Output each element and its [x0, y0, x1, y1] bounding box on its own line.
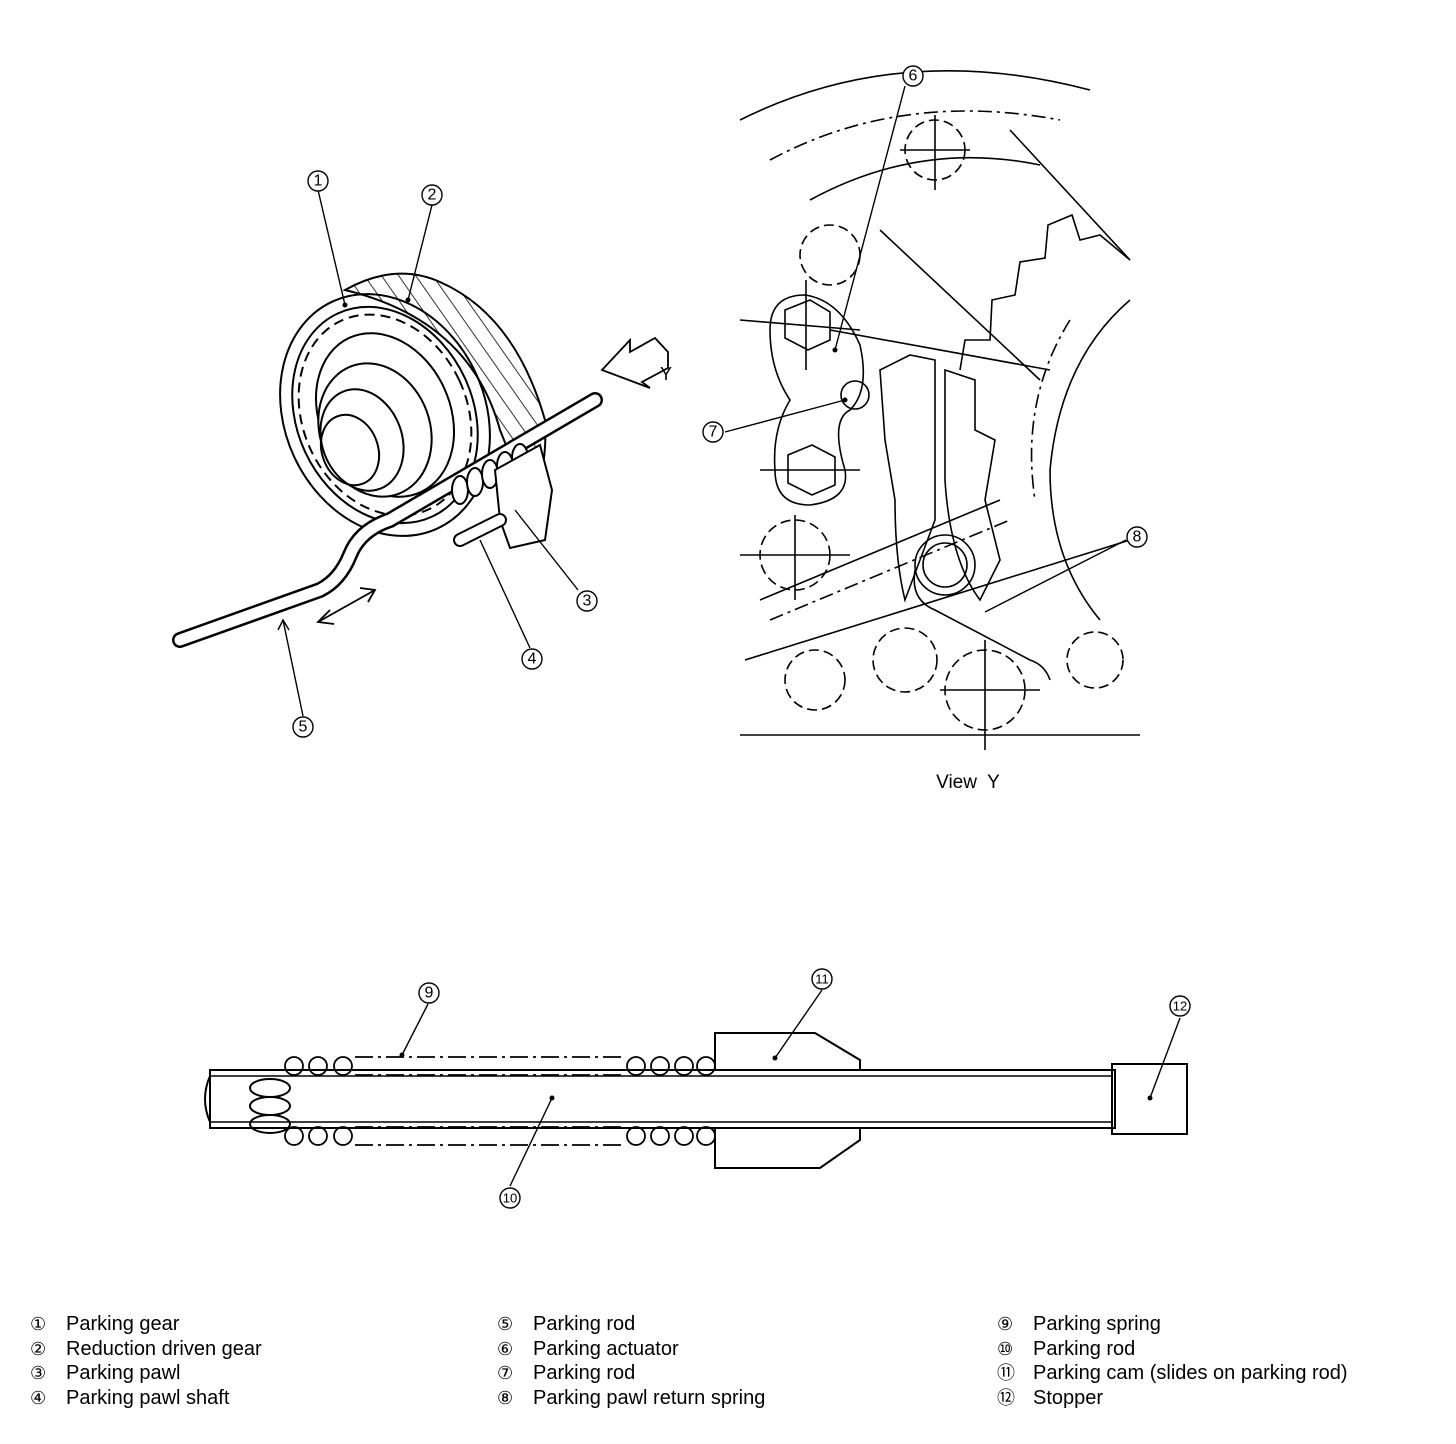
return-spring	[913, 569, 1051, 681]
parking-pawl-shaft	[453, 513, 507, 547]
legend-text: Parking pawl shaft	[66, 1386, 230, 1409]
legend-text: Parking rod	[533, 1362, 636, 1384]
pawl-shaft-ring	[914, 534, 976, 596]
legend-item: ⑪ Parking cam (slides on parking rod)	[997, 1361, 1348, 1386]
legend-item: ④ Parking pawl shaft	[30, 1386, 262, 1411]
legend-item: ② Reduction driven gear	[30, 1337, 262, 1362]
leader-lines-bottom	[401, 989, 1181, 1187]
leader-lines-right	[724, 85, 1127, 613]
double-arrow	[316, 587, 377, 625]
callout-10: 10	[503, 1191, 517, 1206]
parking-mechanism-diagram: 1 2 3 4 5 6 7 8 9 10 11 12 Y View Y	[172, 65, 1191, 1209]
rod-assembly	[204, 1032, 1188, 1169]
rod-end-coils	[249, 1078, 291, 1134]
callout-1: 1	[314, 173, 323, 190]
legend-item: ① Parking gear	[30, 1312, 262, 1337]
legend-text: Parking actuator	[533, 1337, 679, 1360]
leader-lines-left	[277, 189, 579, 717]
legend-column-2: ⑤ Parking rod ⑥ Parking actuator ⑦ Parking …	[497, 1312, 765, 1410]
legend-number: ②	[30, 1338, 47, 1359]
legend-number: ①	[30, 1314, 47, 1334]
legend-number: ③	[30, 1363, 47, 1383]
legend-number: ⑦	[497, 1363, 514, 1383]
legend-number: ⑨	[997, 1314, 1014, 1334]
legend-number: ④	[30, 1387, 47, 1408]
callout-8: 8	[1133, 529, 1142, 546]
callout-9: 9	[425, 985, 434, 1002]
legend-text: Parking gear	[66, 1313, 180, 1335]
legend-item: ③ Parking pawl	[30, 1361, 262, 1386]
legend-text: Reduction driven gear	[66, 1337, 262, 1360]
gear-teeth	[959, 213, 1131, 371]
legend-text: Stopper	[1033, 1386, 1104, 1409]
legend-text: Parking rod	[533, 1313, 636, 1335]
lower-bolt	[787, 444, 836, 496]
view-y-arrow	[600, 336, 669, 389]
actuator-pin	[840, 380, 870, 410]
legend-text: Parking pawl	[66, 1362, 181, 1384]
parking-cam	[714, 1032, 861, 1169]
legend-number: ⑫	[997, 1387, 1015, 1408]
parking-spring-bottom	[284, 1126, 716, 1146]
stopper	[1111, 1063, 1188, 1135]
callout-12: 12	[1173, 999, 1187, 1014]
callout-4: 4	[528, 651, 537, 668]
legend-text: Parking cam (slides on parking rod)	[1033, 1362, 1348, 1384]
legend: ① Parking gear ② Reduction driven gear ③ Pa…	[30, 1312, 1430, 1432]
legend-number: ⑪	[997, 1363, 1015, 1383]
legend-number: ⑩	[997, 1338, 1014, 1359]
legend-item: ⑥ Parking actuator	[497, 1337, 765, 1362]
legend-text: Parking spring	[1033, 1313, 1161, 1335]
view-label: View Y	[936, 772, 1000, 793]
callout-2: 2	[428, 187, 437, 204]
isometric-view	[172, 272, 669, 648]
view-y-diagram	[739, 70, 1140, 750]
legend-item: ⑧ Parking pawl return spring	[497, 1386, 765, 1411]
legend-item: ⑦ Parking rod	[497, 1361, 765, 1386]
bottom-parking-rod	[209, 1069, 1116, 1129]
leader-dots	[342, 297, 1153, 1101]
legend-column-3: ⑨ Parking spring ⑩ Parking rod ⑪ Parking ca…	[997, 1312, 1348, 1410]
rod-cam-rings	[451, 443, 529, 505]
upper-bolt	[784, 299, 831, 351]
view-y-parking-pawl	[879, 354, 936, 603]
legend-number: ⑤	[497, 1314, 514, 1334]
callout-3: 3	[583, 593, 592, 610]
callout-6: 6	[909, 68, 918, 85]
legend-item: ⑩ Parking rod	[997, 1337, 1348, 1362]
callout-11: 11	[815, 972, 829, 987]
legend-text: Parking rod	[1033, 1337, 1136, 1360]
gear-hub	[317, 362, 433, 498]
legend-item: ⑫ Stopper	[997, 1386, 1348, 1411]
legend-item: ⑨ Parking spring	[997, 1312, 1348, 1337]
callouts	[292, 65, 1191, 1209]
legend-text: Parking pawl return spring	[533, 1386, 766, 1409]
parking-spring-top	[284, 1056, 716, 1076]
legend-item: ⑤ Parking rod	[497, 1312, 765, 1337]
legend-number: ⑥	[497, 1338, 514, 1359]
legend-number: ⑧	[497, 1387, 514, 1408]
callout-7: 7	[709, 424, 718, 441]
direction-letter: Y	[660, 364, 672, 384]
legend-column-1: ① Parking gear ② Reduction driven gear ③ Pa…	[30, 1312, 262, 1410]
callout-5: 5	[299, 719, 308, 736]
lower-circles	[759, 224, 1124, 731]
